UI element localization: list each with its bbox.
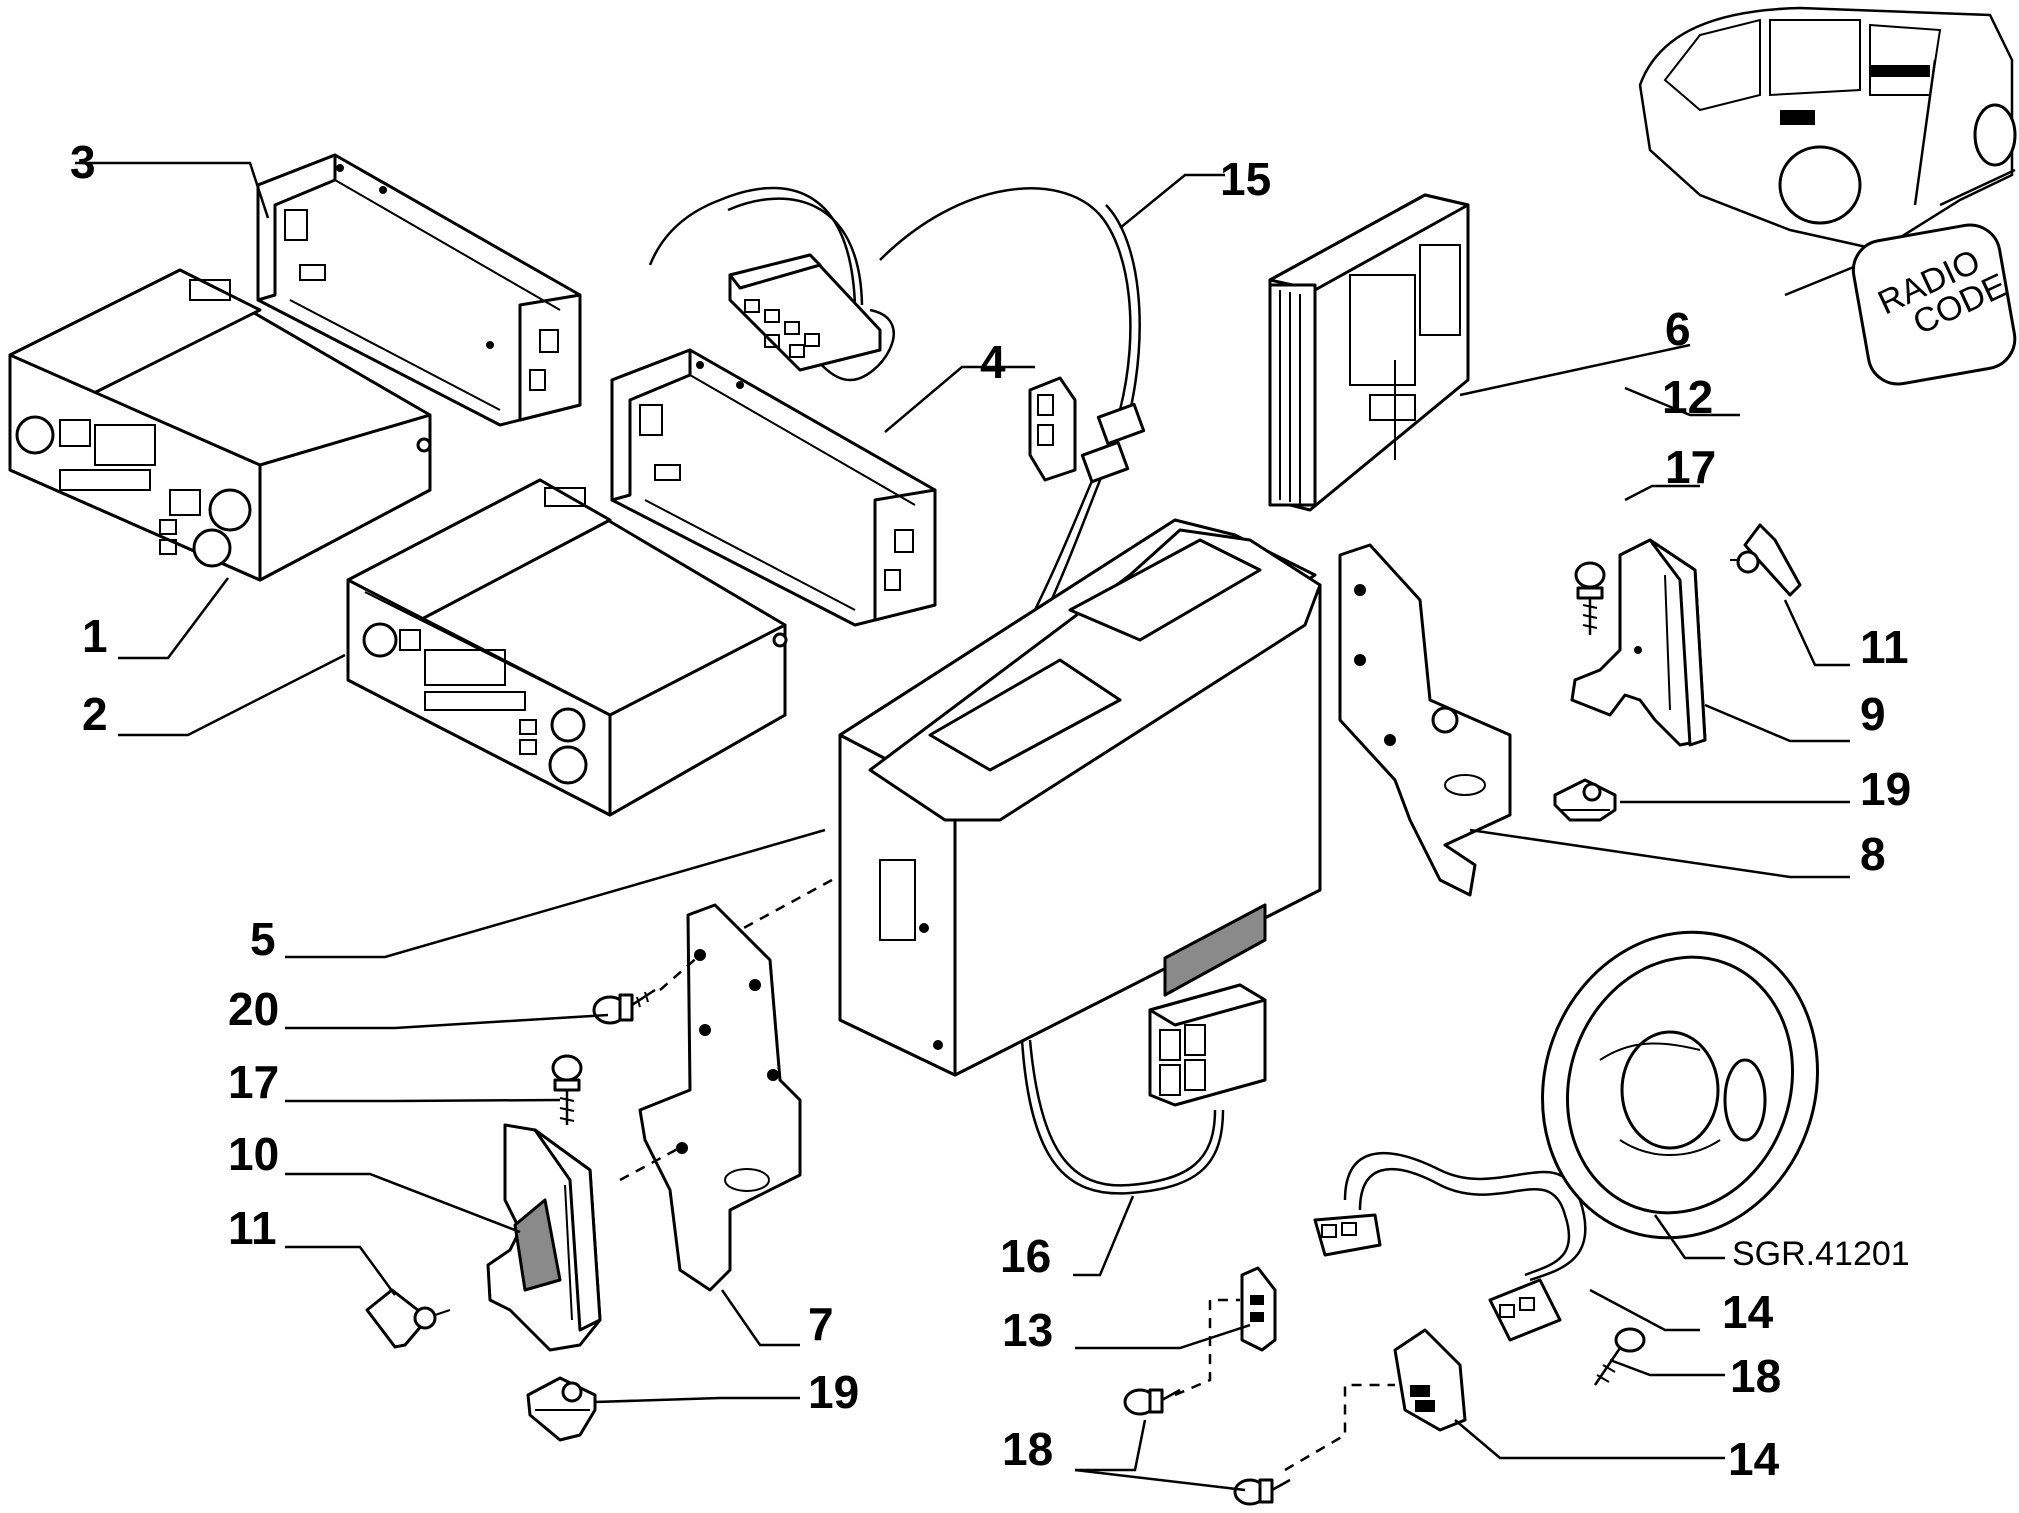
trim-cover-9 [1570, 538, 1707, 747]
cassette-6 [1268, 193, 1470, 512]
callout-7: 7 [808, 1298, 834, 1350]
radio-unit-1 [8, 268, 432, 582]
fixing-line-18-14b [1284, 1383, 1395, 1472]
harness-13 [1313, 1151, 1587, 1342]
callout-16: 16 [1000, 1230, 1051, 1282]
wiring-harness-15 [648, 186, 1146, 626]
callout-1: 1 [82, 610, 108, 662]
callout-10: 10 [228, 1128, 279, 1180]
mounting-cage-4 [610, 348, 937, 627]
callout-19-right: 19 [1860, 763, 1911, 815]
bracket-7 [638, 903, 802, 1292]
callout-12: 12 [1662, 371, 1713, 423]
cable-16 [1020, 983, 1267, 1195]
callout-14-right: 14 [1728, 1433, 1780, 1485]
radio-code-card-12: RADIO CODE [1851, 223, 2017, 386]
screw-20 [592, 988, 656, 1025]
cd-changer-5 [838, 518, 1322, 1077]
callout-4: 4 [980, 336, 1006, 388]
callout-5: 5 [250, 913, 276, 965]
callout-18-right: 18 [1730, 1350, 1781, 1402]
clip-19-right [1553, 778, 1617, 822]
callout-11-right: 11 [1860, 621, 1909, 673]
callout-2: 2 [82, 688, 108, 740]
callout-19-left: 19 [808, 1366, 859, 1418]
callout-9: 9 [1860, 688, 1886, 740]
fixing-line-20-7 [659, 954, 701, 991]
vehicle-illustration [1638, 6, 2017, 297]
screw-18a [1123, 1388, 1181, 1416]
screw-17-right [1574, 561, 1606, 635]
callout-8: 8 [1860, 828, 1886, 880]
screw-18c [1593, 1327, 1646, 1386]
callout-6: 6 [1665, 303, 1691, 355]
trim-cover-10 [486, 1123, 602, 1352]
fixing-line-5-7 [739, 878, 833, 932]
fixing-line-10-7 [619, 1143, 686, 1182]
leader-lines [75, 161, 1850, 1492]
mounting-cage-3 [256, 153, 582, 427]
screw-17-left [551, 1054, 583, 1125]
callout-20: 20 [228, 983, 279, 1035]
remote-control-14b [1393, 1328, 1467, 1432]
callout-17-left: 17 [228, 1056, 279, 1108]
screw-18b [1233, 1478, 1291, 1506]
callout-3: 3 [70, 136, 96, 188]
reference-code: SGR.41201 [1732, 1235, 1910, 1273]
callout-14-left: 13 [1002, 1304, 1053, 1356]
callout-labels: 3 1 2 4 15 6 12 17 11 9 19 8 5 20 17 10 … [70, 136, 1911, 1485]
radio-unit-2 [346, 478, 788, 817]
nut-11-left [365, 1288, 451, 1349]
callout-13: 14 [1722, 1286, 1774, 1338]
callout-18-left: 18 [1002, 1423, 1053, 1475]
fixing-line-18-14 [1174, 1298, 1240, 1397]
clip-19-left [526, 1376, 597, 1442]
nut-11-right [1730, 523, 1802, 597]
callout-15: 15 [1220, 153, 1271, 205]
remote-control-14a [1240, 1266, 1277, 1352]
steering-wheel [1541, 930, 1819, 1240]
callout-17-right: 17 [1665, 441, 1716, 493]
callout-11-left: 11 [228, 1202, 277, 1254]
bracket-8 [1338, 543, 1512, 897]
